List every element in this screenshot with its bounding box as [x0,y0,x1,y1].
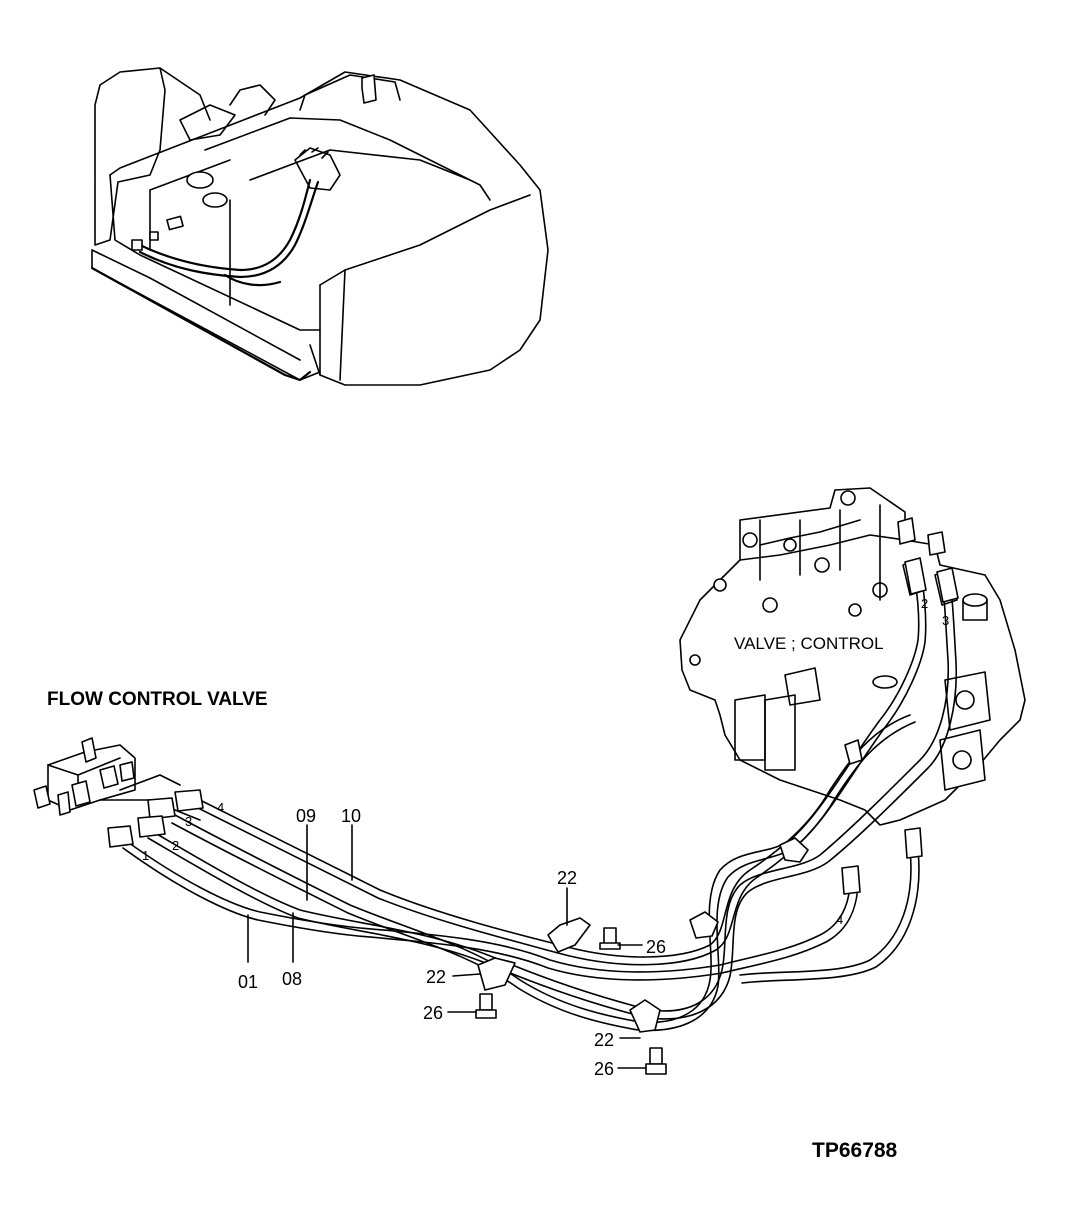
callout-hose-10: 10 [341,806,361,826]
callout-hose-01: 01 [238,972,258,992]
port-mark-cv-3: 3 [942,613,949,628]
flow-control-valve-heading: FLOW CONTROL VALVE [47,689,268,710]
callout-bolt-26-c: 26 [594,1059,614,1079]
hose-assembly [107,557,959,1075]
control-valve-label: VALVE ; CONTROL [734,634,884,653]
callout-hose-09: 09 [296,806,316,826]
port-mark-fcv-3: 3 [185,814,192,829]
callout-clamp-22-c: 22 [594,1030,614,1050]
bolt-26-b [475,993,497,1019]
port-mark-cv-4: 4 [836,912,843,927]
callout-bolt-26-a: 26 [646,937,666,957]
port-mark-fcv-1: 1 [142,848,149,863]
machine-overview-illustration [90,67,549,386]
port-mark-fcv-2: 2 [172,838,179,853]
leader-lines [247,824,647,1069]
callout-clamp-22-b: 22 [426,967,446,987]
port-mark-fcv-4: 4 [217,800,224,815]
callout-bolt-26-b: 26 [423,1003,443,1023]
callout-hose-08: 08 [282,969,302,989]
flow-control-valve-illustration [33,737,201,821]
reference-number: TP66788 [812,1139,898,1162]
port-mark-cv-2: 2 [921,596,928,611]
callout-clamp-22-a: 22 [557,868,577,888]
bolt-26-a [599,927,621,950]
bolt-26-c [645,1047,667,1075]
